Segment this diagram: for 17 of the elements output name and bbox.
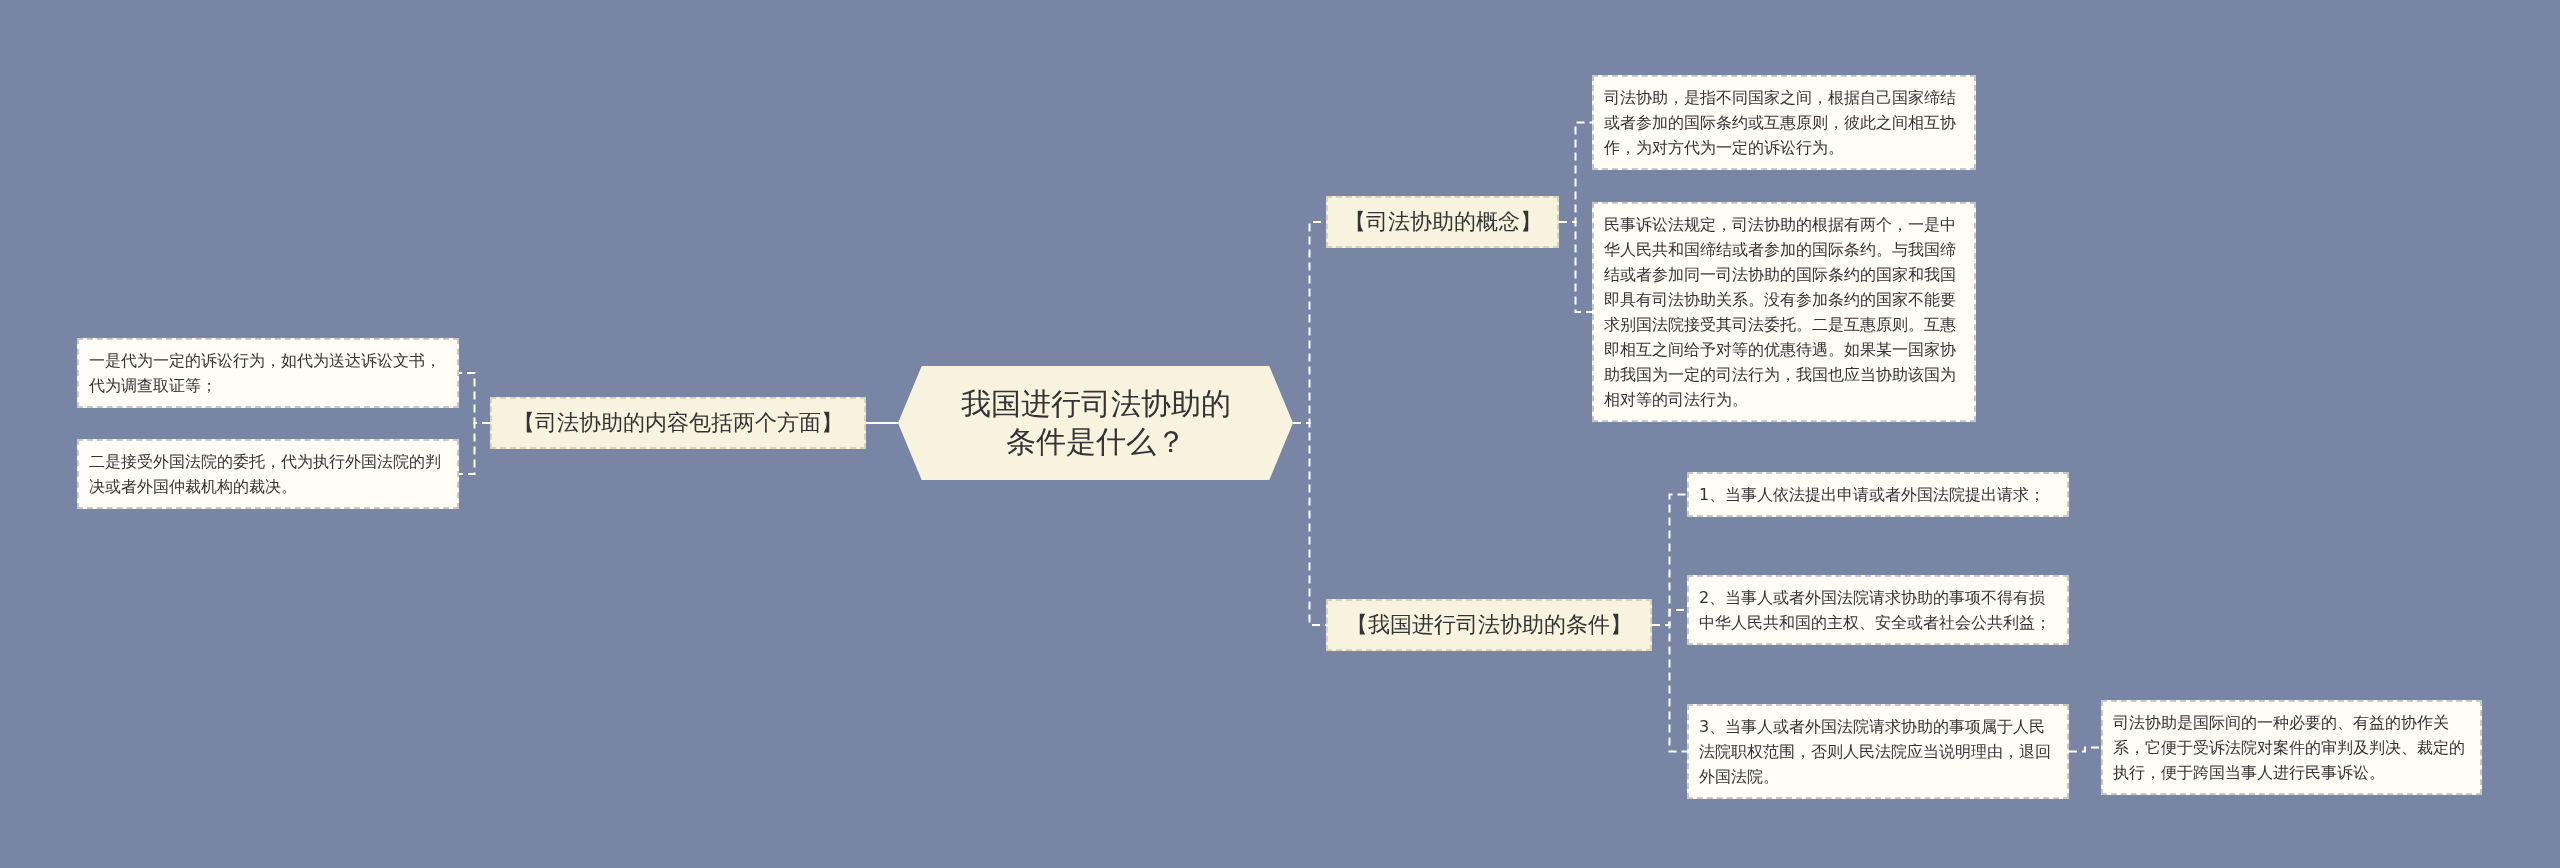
- connector-line: [2068, 746, 2102, 753]
- text-box: 1、当事人依法提出申请或者外国法院提出请求；: [1687, 472, 2069, 517]
- connector-line: [1558, 221, 1593, 313]
- text-box: 3、当事人或者外国法院请求协助的事项属于人民法院职权范围，否则人民法院应当说明理由，退回外国法院。: [1687, 704, 2069, 799]
- text-box: 司法协助，是指不同国家之间，根据自己国家缔结或者参加的国际条约或互惠原则，彼此之间相互协作，为对方代为一定的诉讼行为。: [1592, 75, 1976, 170]
- text-box: 2、当事人或者外国法院请求协助的事项不得有损中华人民共和国的主权、安全或者社会公共利益；: [1687, 575, 2069, 645]
- connector-line: [1651, 624, 1688, 753]
- connector-line: [458, 422, 491, 475]
- text-box: 民事诉讼法规定，司法协助的根据有两个，一是中华人民共和国缔结或者参加的国际条约。与我国缔结或者参加同一司法协助的国际条约的国家和我国即具有司法协助关系。没有参加条约的国家不能要求别国法院接受其司法委托。二是互惠原则。互惠即相互之间给予对等的优惠待遇。如果某一国家协助我国为一定的司法行为，我国也应当协助该国为相对等的司法行为。: [1592, 202, 1976, 422]
- text-box: 二是接受外国法院的委托，代为执行外国法院的判决或者外国仲裁机构的裁决。: [77, 439, 459, 509]
- topic-title: 我国进行司法协助的条件是什么？: [959, 385, 1232, 461]
- branch-box: 【司法协助的内容包括两个方面】: [490, 397, 866, 449]
- branch-box: 【我国进行司法协助的条件】: [1326, 599, 1652, 651]
- text-box: 司法协助是国际间的一种必要的、有益的协作关系，它便于受诉法院对案件的审判及判决、裁定的执行，便于跨国当事人进行民事诉讼。: [2101, 700, 2482, 795]
- branch-box: 【司法协助的概念】: [1326, 196, 1559, 248]
- text-box: 一是代为一定的诉讼行为，如代为送达诉讼文书，代为调查取证等；: [77, 338, 459, 408]
- connector-line: [865, 422, 899, 424]
